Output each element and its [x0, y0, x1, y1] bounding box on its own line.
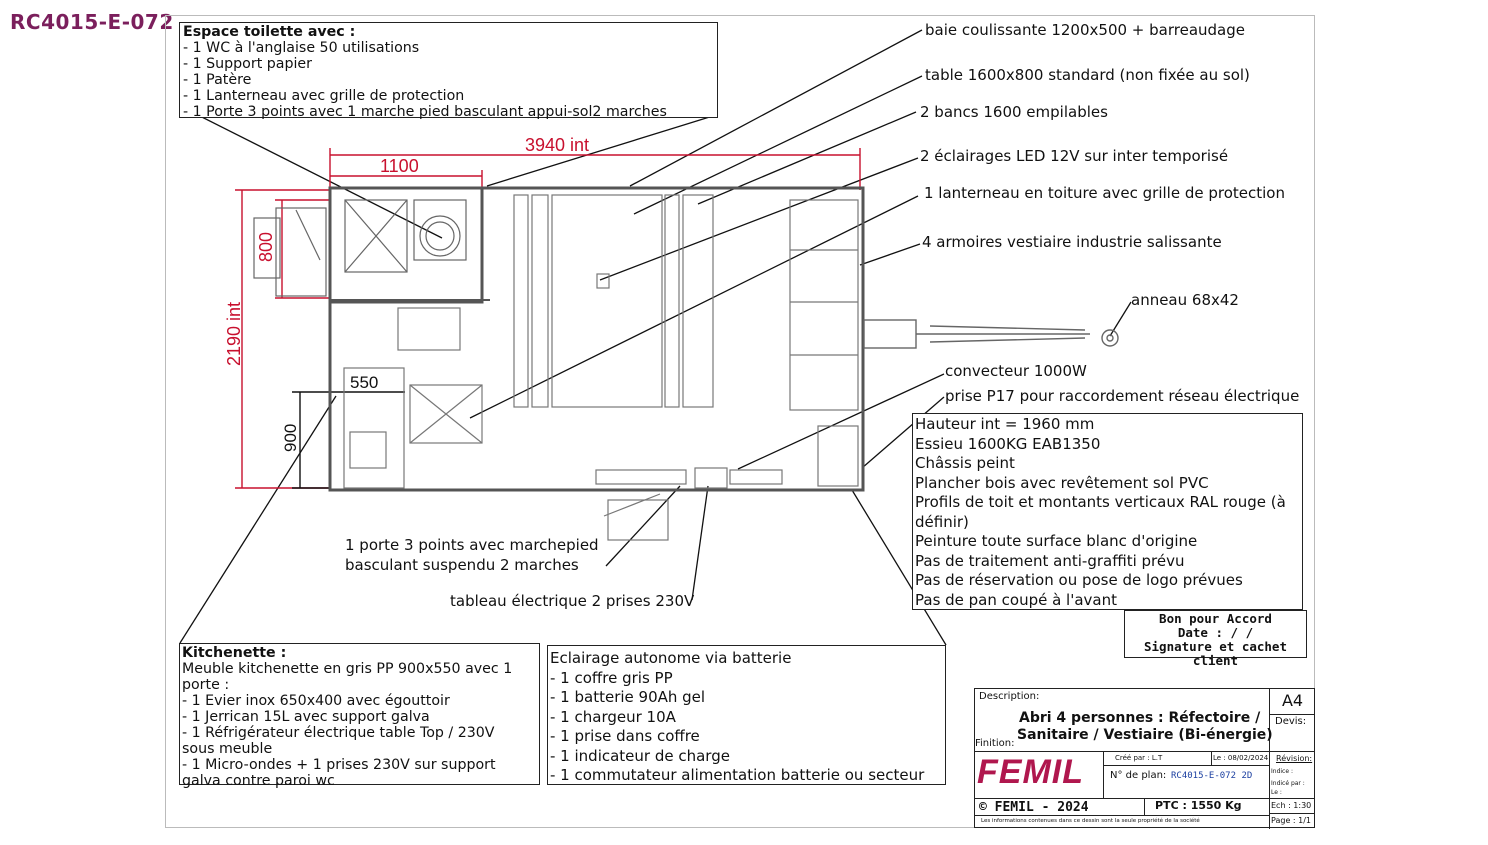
created-by: Créé par : L.T — [1115, 754, 1163, 762]
disclaimer: Les informations contenues dans ce dessi… — [981, 818, 1200, 824]
callout-armoires: 4 armoires vestiaire industrie salissant… — [922, 233, 1222, 251]
callout-baie: baie coulissante 1200x500 + barreaudage — [925, 21, 1245, 39]
dim-int-length: 3940 int — [525, 135, 589, 155]
cabin-outline — [328, 186, 865, 492]
callout-lanterneau: 1 lanterneau en toiture avec grille de p… — [924, 184, 1285, 202]
devis-label: Devis: — [1275, 716, 1307, 727]
kitchen-box-title: Kitchenette : — [182, 645, 287, 661]
battery-item: - 1 prise dans coffre — [550, 727, 700, 745]
kitchen-spec-box: Kitchenette : Meuble kitchenette en gris… — [179, 643, 540, 789]
revision-label: Révision: — [1276, 754, 1313, 763]
spec-line: Peinture toute surface blanc d'origine — [915, 532, 1198, 550]
description-label: Description: — [979, 691, 1040, 702]
toilet-item: - 1 Porte 3 points avec 1 marche pied ba… — [183, 104, 667, 120]
plan-label: N° de plan: — [1110, 770, 1167, 781]
kitchen-item: galva contre paroi wc — [182, 773, 335, 789]
toilet-spec-box: Espace toilette avec : - 1 WC à l'anglai… — [179, 22, 718, 120]
kitchen-item: porte : — [182, 677, 230, 693]
general-specs-box: Hauteur int = 1960 mm Essieu 1600KG EAB1… — [912, 413, 1303, 610]
created-date: Le : 08/02/2024 — [1213, 754, 1269, 762]
callout-tableau: tableau électrique 2 prises 230V — [450, 592, 695, 610]
furniture — [343, 194, 859, 541]
dimension-lines — [235, 148, 861, 489]
scale: Ech : 1:30 — [1271, 801, 1312, 810]
callout-porte-line2: basculant suspendu 2 marches — [345, 556, 579, 574]
callout-eclairages: 2 éclairages LED 12V sur inter temporisé — [920, 147, 1229, 165]
toilet-box-title: Espace toilette avec : — [183, 24, 356, 40]
reference-code: RC4015-E-072 — [10, 10, 174, 34]
spec-line: Essieu 1600KG EAB1350 — [915, 434, 1101, 453]
spec-line: Plancher bois avec revêtement sol PVC — [915, 473, 1209, 492]
kitchen-item: - 1 Réfrigérateur électrique table Top /… — [182, 725, 495, 741]
battery-item: - 1 coffre gris PP — [550, 668, 673, 687]
copyright: © FEMIL - 2024 — [979, 800, 1089, 815]
format-cell: A4 — [1269, 689, 1315, 715]
kitchen-item: Meuble kitchenette en gris PP 900x550 av… — [182, 661, 513, 677]
le-label: Le : — [1271, 789, 1282, 796]
callout-bancs: 2 bancs 1600 empilables — [920, 103, 1108, 121]
toilet-area — [253, 199, 467, 297]
kitchen-item: sous meuble — [182, 741, 273, 757]
battery-item: - 1 chargeur 10A — [550, 707, 676, 726]
toilet-item: - 1 WC à l'anglaise 50 utilisations — [183, 40, 420, 56]
spec-line: Pas de pan coupé à l'avant — [915, 590, 1118, 609]
dim-toilet-depth: 800 — [256, 232, 276, 262]
dim-kitchen-width: 550 — [350, 373, 378, 392]
approval-box: Bon pour Accord Date : / / Signature et … — [1124, 610, 1307, 668]
dim-kitchen-depth: 900 — [281, 424, 300, 452]
finition-label: Finition: — [975, 738, 1015, 749]
toilet-item: - 1 Support papier — [183, 56, 312, 72]
callout-convecteur: convecteur 1000W — [945, 362, 1087, 380]
title-line2: Sanitaire / Vestiaire (Bi-énergie) — [1017, 727, 1273, 743]
callout-table: table 1600x800 standard (non fixée au so… — [925, 66, 1250, 84]
plan-number: RC4015-E-072 2D — [1171, 771, 1253, 781]
page-number: Page : 1/1 — [1271, 816, 1312, 825]
battery-spec-box: Eclairage autonome via batterie - 1 coff… — [547, 645, 946, 785]
title-block: Description: A4 Devis: Abri 4 personnes … — [974, 688, 1315, 829]
approval-line2: Date : / / — [1177, 625, 1254, 640]
dim-toilet-length: 1100 — [380, 156, 419, 176]
battery-item: - 1 indicateur de charge — [550, 746, 730, 765]
indice-par-label: Indicé par : — [1271, 780, 1305, 787]
indice-label: Indice : — [1271, 768, 1293, 775]
battery-box-title: Eclairage autonome via batterie — [550, 649, 792, 667]
dim-int-width: 2190 int — [224, 302, 244, 366]
callout-porte-line1: 1 porte 3 points avec marchepied — [345, 536, 599, 554]
drawing-sheet — [165, 15, 1315, 828]
kitchen-item: - 1 Evier inox 650x400 avec égouttoir — [182, 693, 450, 709]
spec-line: définir) — [915, 512, 969, 531]
spec-line: Châssis peint — [915, 454, 1015, 472]
approval-line1: Bon pour Accord — [1159, 611, 1272, 626]
tow-bar — [863, 319, 1119, 349]
toilet-item: - 1 Patère — [183, 72, 252, 88]
kitchen-item: - 1 Micro-ondes + 1 prises 230V sur supp… — [182, 757, 496, 773]
spec-line: Pas de réservation ou pose de logo prévu… — [915, 571, 1243, 589]
battery-item: - 1 batterie 90Ah gel — [550, 688, 706, 706]
spec-line: Hauteur int = 1960 mm — [915, 415, 1095, 433]
ptc-weight: PTC : 1550 Kg — [1155, 799, 1242, 812]
femil-logo: FEMIL — [977, 753, 1084, 791]
approval-line3: Signature et cachet client — [1144, 639, 1287, 668]
callout-prise: prise P17 pour raccordement réseau élect… — [945, 387, 1300, 405]
kitchen-item: - 1 Jerrican 15L avec support galva — [182, 709, 430, 725]
toilet-item: - 1 Lanterneau avec grille de protection — [183, 88, 465, 104]
title-line1: Abri 4 personnes : Réfectoire / — [1019, 710, 1261, 726]
battery-item: - 1 commutateur alimentation batterie ou… — [550, 766, 925, 784]
callout-anneau: anneau 68x42 — [1131, 291, 1239, 309]
spec-line: Profils de toit et montants verticaux RA… — [915, 493, 1286, 511]
spec-line: Pas de traitement anti-graffiti prévu — [915, 551, 1185, 570]
